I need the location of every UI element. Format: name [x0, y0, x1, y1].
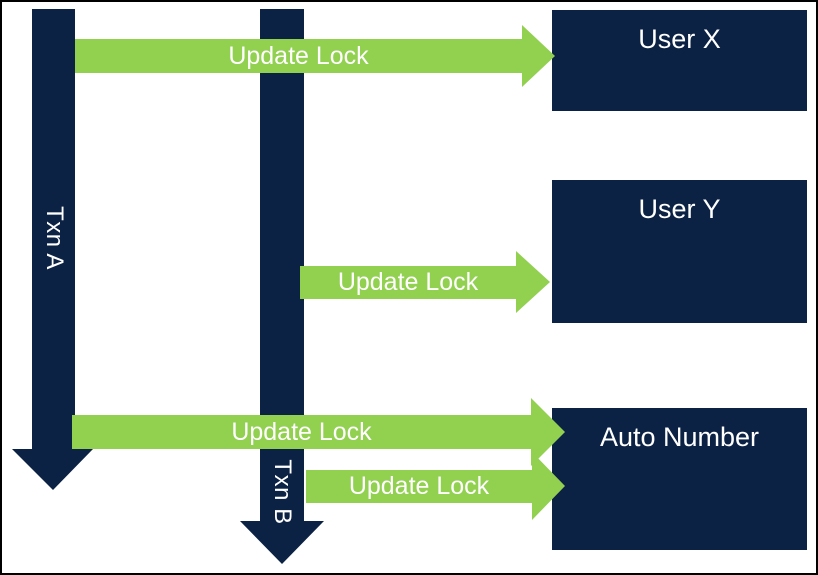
update-lock-arrow-label: Update Lock	[231, 417, 372, 446]
update-lock-arrow-label: Update Lock	[228, 41, 369, 70]
update-lock-arrow-txn-a-to-auto-number: Update Lock	[72, 415, 531, 449]
update-lock-arrow-txn-b-to-auto-number: Update Lock	[306, 470, 532, 503]
user-y-box: User Y	[552, 180, 807, 323]
txn-b-label: Txn B	[269, 459, 296, 525]
user-y-box-label: User Y	[638, 194, 721, 224]
right-arrowhead-icon	[532, 452, 565, 520]
txn-a-down-arrowhead-icon	[12, 449, 93, 490]
auto-number-box: Auto Number	[552, 408, 807, 550]
right-arrowhead-icon	[516, 251, 550, 313]
txn-a-lifeline-bar	[32, 9, 75, 449]
update-lock-arrow-label: Update Lock	[337, 268, 479, 296]
auto-number-box-label: Auto Number	[599, 422, 760, 452]
update-lock-arrow-txn-b-to-user-y: Update Lock	[300, 266, 516, 299]
txn-b-down-arrowhead-icon	[240, 521, 324, 564]
right-arrowhead-icon	[522, 25, 555, 87]
user-x-box: User X	[552, 10, 807, 111]
update-lock-arrow-label: Update Lock	[348, 472, 490, 500]
update-lock-arrow-txn-a-to-user-x: Update Lock	[75, 39, 522, 73]
user-x-box-label: User X	[638, 24, 721, 54]
txn-a-label: Txn A	[41, 206, 68, 270]
